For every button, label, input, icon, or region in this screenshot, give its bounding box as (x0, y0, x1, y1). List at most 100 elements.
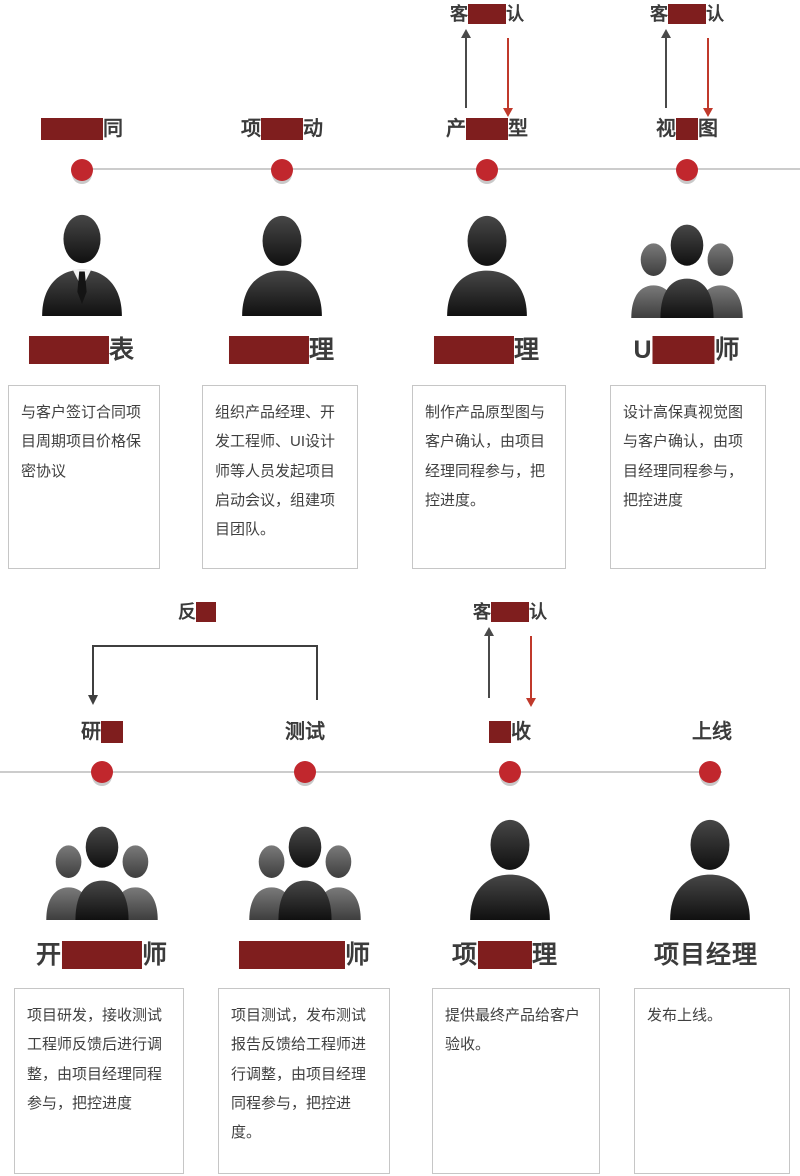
redaction-block: 目启 (261, 118, 303, 140)
label-text: 研 (81, 721, 101, 743)
description-text: 项目研发，接收测试工程师反馈后进行调整，由项目经理同程参与，把控进度 (27, 1007, 163, 1112)
redaction-block: 户确 (668, 4, 706, 24)
feedback-line (92, 645, 94, 695)
redaction-block: 验 (489, 721, 511, 743)
person-icon (235, 214, 329, 316)
redaction-block: 户确 (468, 4, 506, 24)
feedback-label: 反馈 (178, 598, 216, 624)
label-text: 理 (514, 336, 541, 364)
redaction-block: 品原 (466, 118, 508, 140)
stage-label-development: 研发 (81, 715, 123, 744)
confirm-arrows (650, 29, 724, 117)
redaction-block: 产品经 (433, 336, 514, 364)
redaction-block: 觉 (676, 118, 698, 140)
team-icon (617, 222, 757, 318)
redaction-block: 测试工程 (238, 941, 345, 969)
label-text: 理 (309, 336, 336, 364)
timeline-node (91, 761, 113, 783)
role-title-test-engineer: 测试工程师 (238, 935, 371, 971)
person-icon (663, 818, 757, 920)
label-text: 反 (178, 602, 196, 622)
redaction-block: 项目经 (228, 336, 309, 364)
label-text: 图 (698, 118, 718, 140)
description-text: 制作产品原型图与客户确认，由项目经理同程参与，把控进度。 (425, 404, 546, 509)
role-title-dev-engineer: 开发工程师 (36, 935, 168, 971)
label-text: 客 (650, 4, 668, 24)
label-text: 开 (35, 941, 62, 969)
stage-label-acceptance: 验收 (489, 715, 531, 744)
label-text: 项目经理 (653, 941, 759, 969)
label-text: 师 (714, 336, 741, 364)
role-title-product-manager: 产品经理 (433, 330, 541, 366)
timeline-node (271, 159, 293, 181)
confirm-arrows (473, 627, 547, 708)
confirm-arrows (450, 29, 524, 117)
description-box: 设计高保真视觉图与客户确认，由项目经理同程参与，把控进度 (610, 385, 766, 569)
role-title-business-rep: 商务代表 (28, 330, 136, 366)
redaction-block: 商务代 (28, 336, 109, 364)
label-text: 收 (511, 721, 531, 743)
label-text: 认 (706, 4, 724, 24)
redaction-block: 发 (101, 721, 123, 743)
description-text: 发布上线。 (647, 1007, 723, 1024)
team-icon (235, 824, 375, 920)
arrow-down-icon (503, 38, 513, 117)
role-title-project-manager: 项目经理 (654, 935, 758, 971)
timeline-node (699, 761, 721, 783)
timeline-node (294, 761, 316, 783)
arrow-down-icon (703, 38, 713, 117)
customer-confirm-label: 客户确认 (450, 0, 524, 26)
timeline-node (71, 159, 93, 181)
role-title-project-manager: 项目经理 (228, 330, 336, 366)
description-box: 项目测试，发布测试报告反馈给工程师进行调整，由项目经理同程参与，把控进度。 (218, 988, 390, 1174)
businessman-icon (35, 214, 129, 316)
description-text: 项目测试，发布测试报告反馈给工程师进行调整，由项目经理同程参与，把控进度。 (231, 1007, 367, 1141)
timeline-line-bottom (0, 771, 722, 773)
feedback-line (92, 645, 318, 647)
customer-confirm-label: 客户确认 (473, 598, 547, 624)
stage-label-visual-design: 视觉图 (656, 112, 718, 141)
description-box: 项目研发，接收测试工程师反馈后进行调整，由项目经理同程参与，把控进度 (14, 988, 184, 1174)
arrow-up-icon (461, 29, 471, 108)
customer-confirm-group-prototype: 客户确认 (450, 0, 524, 117)
stage-label-kickoff: 项目启动 (241, 112, 323, 141)
label-text: 同 (103, 118, 123, 140)
redaction-block: 馈 (196, 602, 216, 622)
label-text: 动 (303, 118, 323, 140)
customer-confirm-group-acceptance: 客户确认 (473, 598, 547, 708)
redaction-block: 发工程 (61, 941, 143, 969)
redaction-block: 签订合 (41, 118, 103, 140)
description-text: 提供最终产品给客户验收。 (445, 1007, 581, 1054)
label-text: 型 (508, 118, 528, 140)
stage-label-sign-contract: 签订合同 (41, 112, 123, 141)
label-text: 测试 (285, 721, 325, 743)
timeline-node (476, 159, 498, 181)
label-text: 产 (446, 118, 466, 140)
redaction-block: I设计 (652, 336, 715, 364)
description-box: 发布上线。 (634, 988, 790, 1174)
description-box: 提供最终产品给客户验收。 (432, 988, 600, 1174)
label-text: 客 (473, 602, 491, 622)
description-box: 制作产品原型图与客户确认，由项目经理同程参与，把控进度。 (412, 385, 566, 569)
description-text: 组织产品经理、开发工程师、UI设计师等人员发起项目启动会议，组建项目团队。 (215, 404, 336, 538)
label-text: 表 (109, 336, 136, 364)
timeline-line-top (80, 168, 800, 170)
customer-confirm-group-visual: 客户确认 (650, 0, 724, 117)
timeline-node (499, 761, 521, 783)
label-text: 上线 (692, 721, 732, 743)
description-text: 设计高保真视觉图与客户确认，由项目经理同程参与，把控进度 (623, 404, 744, 509)
description-box: 组织产品经理、开发工程师、UI设计师等人员发起项目启动会议，组建项目团队。 (202, 385, 358, 569)
person-icon (463, 818, 557, 920)
label-text: 认 (506, 4, 524, 24)
team-icon (32, 824, 172, 920)
description-text: 与客户签订合同项目周期项目价格保密协议 (21, 404, 142, 480)
stage-label-launch: 上线 (692, 715, 732, 744)
redaction-block: 目经 (477, 941, 533, 969)
arrow-up-icon (484, 627, 494, 698)
arrow-up-icon (661, 29, 671, 108)
arrow-down-icon (88, 695, 98, 705)
label-text: 师 (142, 941, 169, 969)
role-title-ui-designer: UI设计师 (633, 330, 740, 366)
person-icon (440, 214, 534, 316)
